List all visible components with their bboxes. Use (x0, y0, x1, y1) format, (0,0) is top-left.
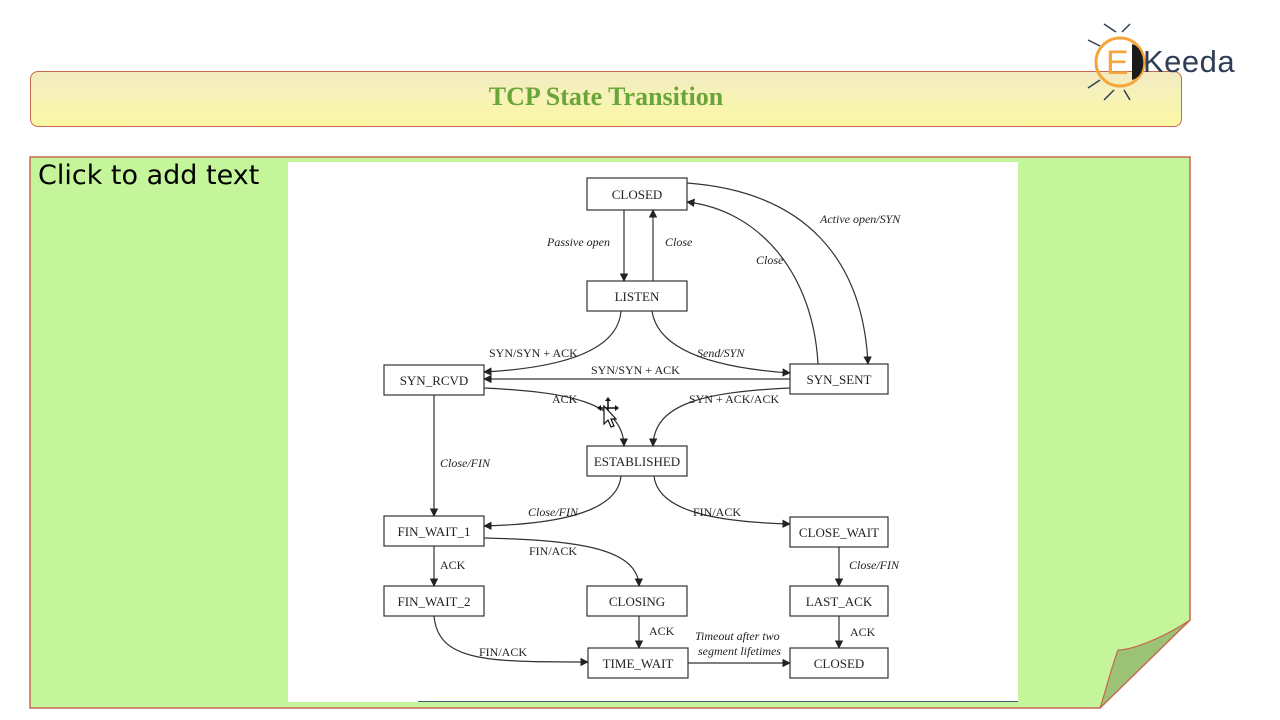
state-closed-top (586, 177, 688, 211)
arrow-synrcvd-established (483, 387, 629, 447)
label-fin-ack-est: FIN/ACK (693, 505, 741, 519)
arrow-finwait1-closing (483, 537, 643, 587)
logo-black-shape (1132, 44, 1144, 80)
page-curl (1099, 619, 1191, 709)
move-cursor-icon (597, 397, 619, 428)
label-passive-open: Passive open (546, 235, 610, 249)
arrow-synsent-established (648, 387, 791, 447)
state-established-label: ESTABLISHED (594, 454, 680, 469)
label-close-synsent: Close (756, 253, 784, 267)
label-ack-fw1: ACK (440, 558, 466, 572)
state-close-wait (789, 516, 889, 548)
ekeeda-logo: E (1087, 23, 1146, 101)
slide-title: TCP State Transition (488, 82, 724, 111)
arrow-close-synsent (686, 198, 819, 365)
state-syn-rcvd-label: SYN_RCVD (400, 373, 469, 388)
label-active-open: Active open/SYN (819, 212, 901, 226)
arrow-active-open (686, 182, 872, 365)
state-fin-wait-1 (383, 515, 485, 547)
label-close-fin-rcvd: Close/FIN (440, 456, 491, 470)
state-closing-label: CLOSING (609, 594, 665, 609)
label-ack-closing: ACK (649, 624, 675, 638)
logo-letter: E (1106, 44, 1129, 82)
state-listen-label: LISTEN (615, 289, 660, 304)
label-fin-ack-fw1: FIN/ACK (529, 544, 577, 558)
label-close-listen: Close (665, 235, 693, 249)
arrow-established-closewait (653, 475, 791, 528)
state-established (586, 445, 688, 477)
title-bar: TCP State Transition (30, 71, 1182, 127)
arrow-listen-synsent (651, 310, 791, 377)
text-placeholder[interactable]: Click to add text (38, 160, 260, 191)
label-ack-lastack: ACK (850, 625, 876, 639)
label-send-syn: Send/SYN (697, 346, 745, 360)
state-closed-top-label: CLOSED (612, 187, 663, 202)
state-last-ack-label: LAST_ACK (806, 594, 873, 609)
arrow-established-finwait1 (483, 475, 622, 530)
state-fin-wait-2-label: FIN_WAIT_2 (398, 594, 471, 609)
state-listen (586, 280, 688, 312)
label-timeout-line2: segment lifetimes (698, 644, 781, 658)
state-syn-sent-label: SYN_SENT (806, 372, 871, 387)
state-time-wait-label: TIME_WAIT (603, 656, 674, 671)
arrow-listen-synrcvd (483, 310, 622, 376)
logo-orange-ring (1094, 36, 1146, 88)
label-synack-ack: SYN + ACK/ACK (689, 392, 779, 406)
label-close-fin-est: Close/FIN (528, 505, 579, 519)
state-syn-sent (789, 363, 889, 395)
state-closed-bottom (789, 647, 889, 679)
label-syn-synack-listen: SYN/SYN + ACK (489, 346, 578, 360)
tcp-state-diagram: CLOSED LISTEN SYN_RCVD SYN_SENT ESTABLIS… (383, 177, 1018, 702)
logo-icon (1087, 23, 1131, 101)
state-last-ack (789, 585, 889, 617)
label-timeout-line1: Timeout after two (695, 629, 780, 643)
label-fin-ack-fw2: FIN/ACK (479, 645, 527, 659)
label-close-fin-cw: Close/FIN (849, 558, 900, 572)
label-ack: ACK (552, 392, 578, 406)
logo-wordmark: Keeda (1143, 44, 1236, 79)
label-syn-synack-simul: SYN/SYN + ACK (591, 363, 680, 377)
diagram-image: CLOSED LISTEN SYN_RCVD SYN_SENT ESTABLIS… (288, 162, 1018, 702)
state-close-wait-label: CLOSE_WAIT (799, 525, 879, 540)
state-closed-bottom-label: CLOSED (814, 656, 865, 671)
state-fin-wait-1-label: FIN_WAIT_1 (398, 524, 471, 539)
arrow-finwait2-timewait (433, 615, 589, 667)
